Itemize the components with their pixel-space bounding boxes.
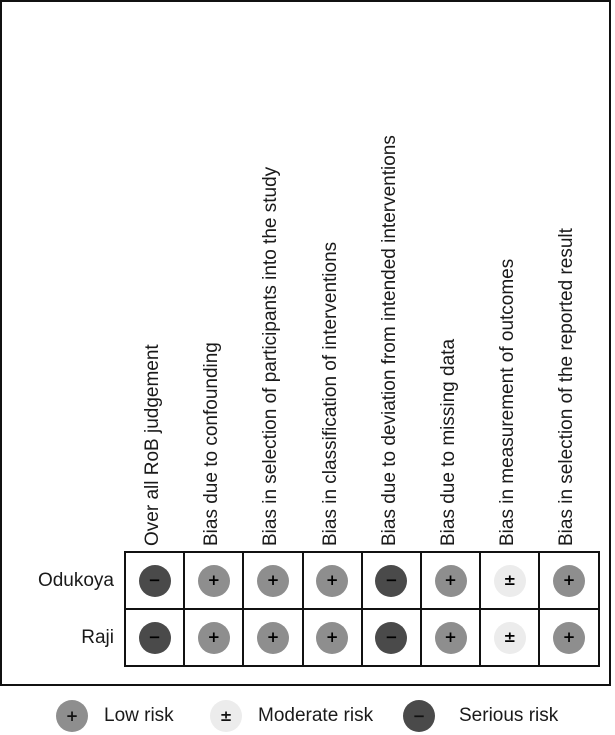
study-label: Raji	[81, 627, 114, 648]
low-risk-icon: +	[434, 621, 467, 654]
low-risk-icon: +	[316, 621, 349, 654]
judgement-cell: +	[301, 551, 363, 610]
domain-header-text: Bias due to confounding	[201, 342, 223, 546]
low-risk-icon: +	[316, 564, 349, 597]
risk-of-bias-table: Over all RoB judgement Bias due to confou…	[0, 0, 611, 686]
study-label: Odukoya	[37, 570, 114, 591]
moderate-risk-icon: ±	[493, 564, 526, 597]
serious-risk-icon: −	[138, 621, 171, 654]
legend-label: Low risk	[104, 705, 174, 726]
low-risk-icon: +	[434, 564, 467, 597]
low-risk-icon: +	[56, 700, 88, 732]
judgement-cell: ±	[479, 608, 541, 667]
domain-header-text: Bias in selection of participants into t…	[260, 166, 282, 546]
judgement-cell: −	[360, 608, 422, 667]
low-risk-icon: +	[256, 564, 289, 597]
serious-risk-icon: −	[375, 621, 408, 654]
judgement-cell: −	[360, 551, 422, 610]
domain-header-text: Bias due to missing data	[438, 338, 459, 546]
judgement-cell: +	[183, 551, 245, 610]
judgement-cell: +	[420, 608, 482, 667]
domain-header-text: Bias in classification of interventions	[319, 241, 341, 546]
low-risk-icon: +	[552, 621, 585, 654]
judgement-cell: −	[124, 608, 186, 667]
domain-header-text: Bias due to deviation from intended inte…	[378, 135, 400, 546]
judgement-cell: +	[538, 608, 600, 667]
legend-label: Moderate risk	[258, 705, 374, 726]
serious-risk-icon: −	[138, 564, 171, 597]
moderate-risk-icon: ±	[493, 621, 526, 654]
judgement-cell: +	[183, 608, 245, 667]
legend-label: Serious risk	[459, 705, 559, 726]
judgement-cell: +	[242, 608, 304, 667]
serious-risk-icon: −	[375, 564, 408, 597]
judgement-cell: +	[301, 608, 363, 667]
judgement-cell: +	[420, 551, 482, 610]
domain-header-text: Bias in selection of the reported result	[556, 228, 578, 546]
judgement-cell: +	[538, 551, 600, 610]
judgement-cell: −	[124, 551, 186, 610]
low-risk-icon: +	[197, 621, 230, 654]
judgement-cell: +	[242, 551, 304, 610]
low-risk-icon: +	[552, 564, 585, 597]
judgement-cell: ±	[479, 551, 541, 610]
domain-header-text: Bias in measurement of outcomes	[497, 258, 519, 546]
serious-risk-icon: −	[403, 700, 435, 732]
low-risk-icon: +	[256, 621, 289, 654]
domain-header-text: Over all RoB judgement	[142, 344, 163, 546]
low-risk-icon: +	[197, 564, 230, 597]
moderate-risk-icon: ±	[210, 700, 242, 732]
